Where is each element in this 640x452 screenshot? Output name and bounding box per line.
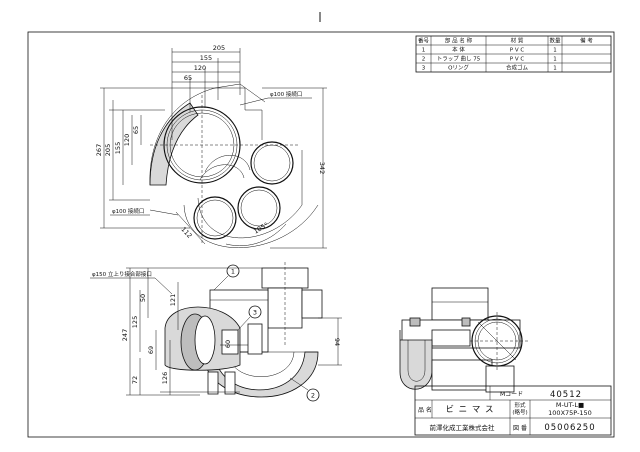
plan-dim-120-v: 120 [123,134,131,146]
table-row-1-material: P V C [510,48,525,54]
elev-note-phi150: φ150 立上り接合部接口 [92,270,152,278]
table-header-no: 番号 [418,38,430,45]
product-name: ビ ニ マ ス [445,405,494,415]
table-row-1-no: 1 [422,48,426,54]
drawing-no-label: 図 番 [513,425,527,432]
callout-2 [306,388,320,402]
model-line-1: M-UT-L■ [556,401,584,409]
company-name: 前澤化成工業株式会社 [430,423,496,432]
callout-1 [226,264,240,278]
table-row-3-name: Oリング [448,64,469,72]
table-row-2-name: トラップ 曲し 75 [437,55,481,63]
parts-table: 番号 部 品 名 称 材 質 数量 備 考 1 本 体 P V C 1 2 トラ… [415,35,612,73]
table-row-1-qty: 1 [553,48,557,54]
elev-dim-94: 94 [333,338,341,346]
title-block: Mコード 40512 品 名 ビ ニ マ ス 形式 (略号) M-UT-L■ 1… [414,385,612,436]
table-row-1-name: 本 体 [452,46,465,54]
elevation-view: 247 125 72 50 69 126 121 60 94 φ150 立上り接… [90,262,342,402]
table-row-2-material: P V C [510,57,525,63]
elev-dim-50: 50 [139,294,147,302]
plan-dim-267: 267 [95,144,103,156]
callout-1-label: 1 [231,268,235,276]
plan-dim-155: 155 [200,54,212,62]
table-row-3-qty: 1 [553,66,557,72]
plan-dim-155-v: 155 [114,142,122,154]
table-row-3-material: 合成ゴム [506,64,529,72]
elev-dim-60: 60 [224,340,232,348]
plan-dim-205-v: 205 [104,144,112,156]
drawing-no-value: 05006250 [544,423,595,433]
plan-view: 205 155 120 65 267 205 155 120 65 342 11… [95,44,327,249]
elev-dim-69: 69 [147,346,155,354]
plan-dim-120: 120 [194,64,206,72]
table-row-2-no: 2 [422,57,426,63]
table-header-remarks: 備 考 [580,37,593,45]
elev-dim-247: 247 [121,329,129,341]
plan-dim-65: 65 [184,74,192,82]
elev-dim-121: 121 [169,294,177,306]
name-label: 品 名 [418,406,432,414]
plan-note-top: φ100 接続口 [270,90,302,98]
elev-dim-72: 72 [131,376,139,384]
callout-2-label: 2 [311,392,315,400]
table-header-material: 材 質 [511,37,524,45]
sheet-border [27,31,615,438]
m-code-value: 40512 [550,390,582,400]
callout-3-label: 3 [253,309,257,317]
plan-dim-65-v: 65 [132,126,140,134]
elev-dim-125: 125 [131,316,139,328]
side-view [399,287,528,393]
table-header-qty: 数量 [549,37,561,45]
table-row-2-qty: 1 [553,57,557,63]
plan-dim-342: 342 [318,162,326,174]
plan-note-bottom: φ100 接続口 [112,207,144,215]
model-line-2: 100X75P-150 [548,409,592,417]
table-row-3-no: 3 [422,66,426,72]
plan-dim-205: 205 [213,44,225,52]
model-label-2: (略号) [512,408,527,416]
m-code-label: Mコード [500,391,523,398]
plan-dim-105: 105° [252,221,270,236]
table-header-name: 部 品 名 称 [445,37,473,45]
callout-3 [248,305,262,319]
model-label-1: 形式 [514,401,526,409]
elev-dim-126: 126 [161,372,169,384]
